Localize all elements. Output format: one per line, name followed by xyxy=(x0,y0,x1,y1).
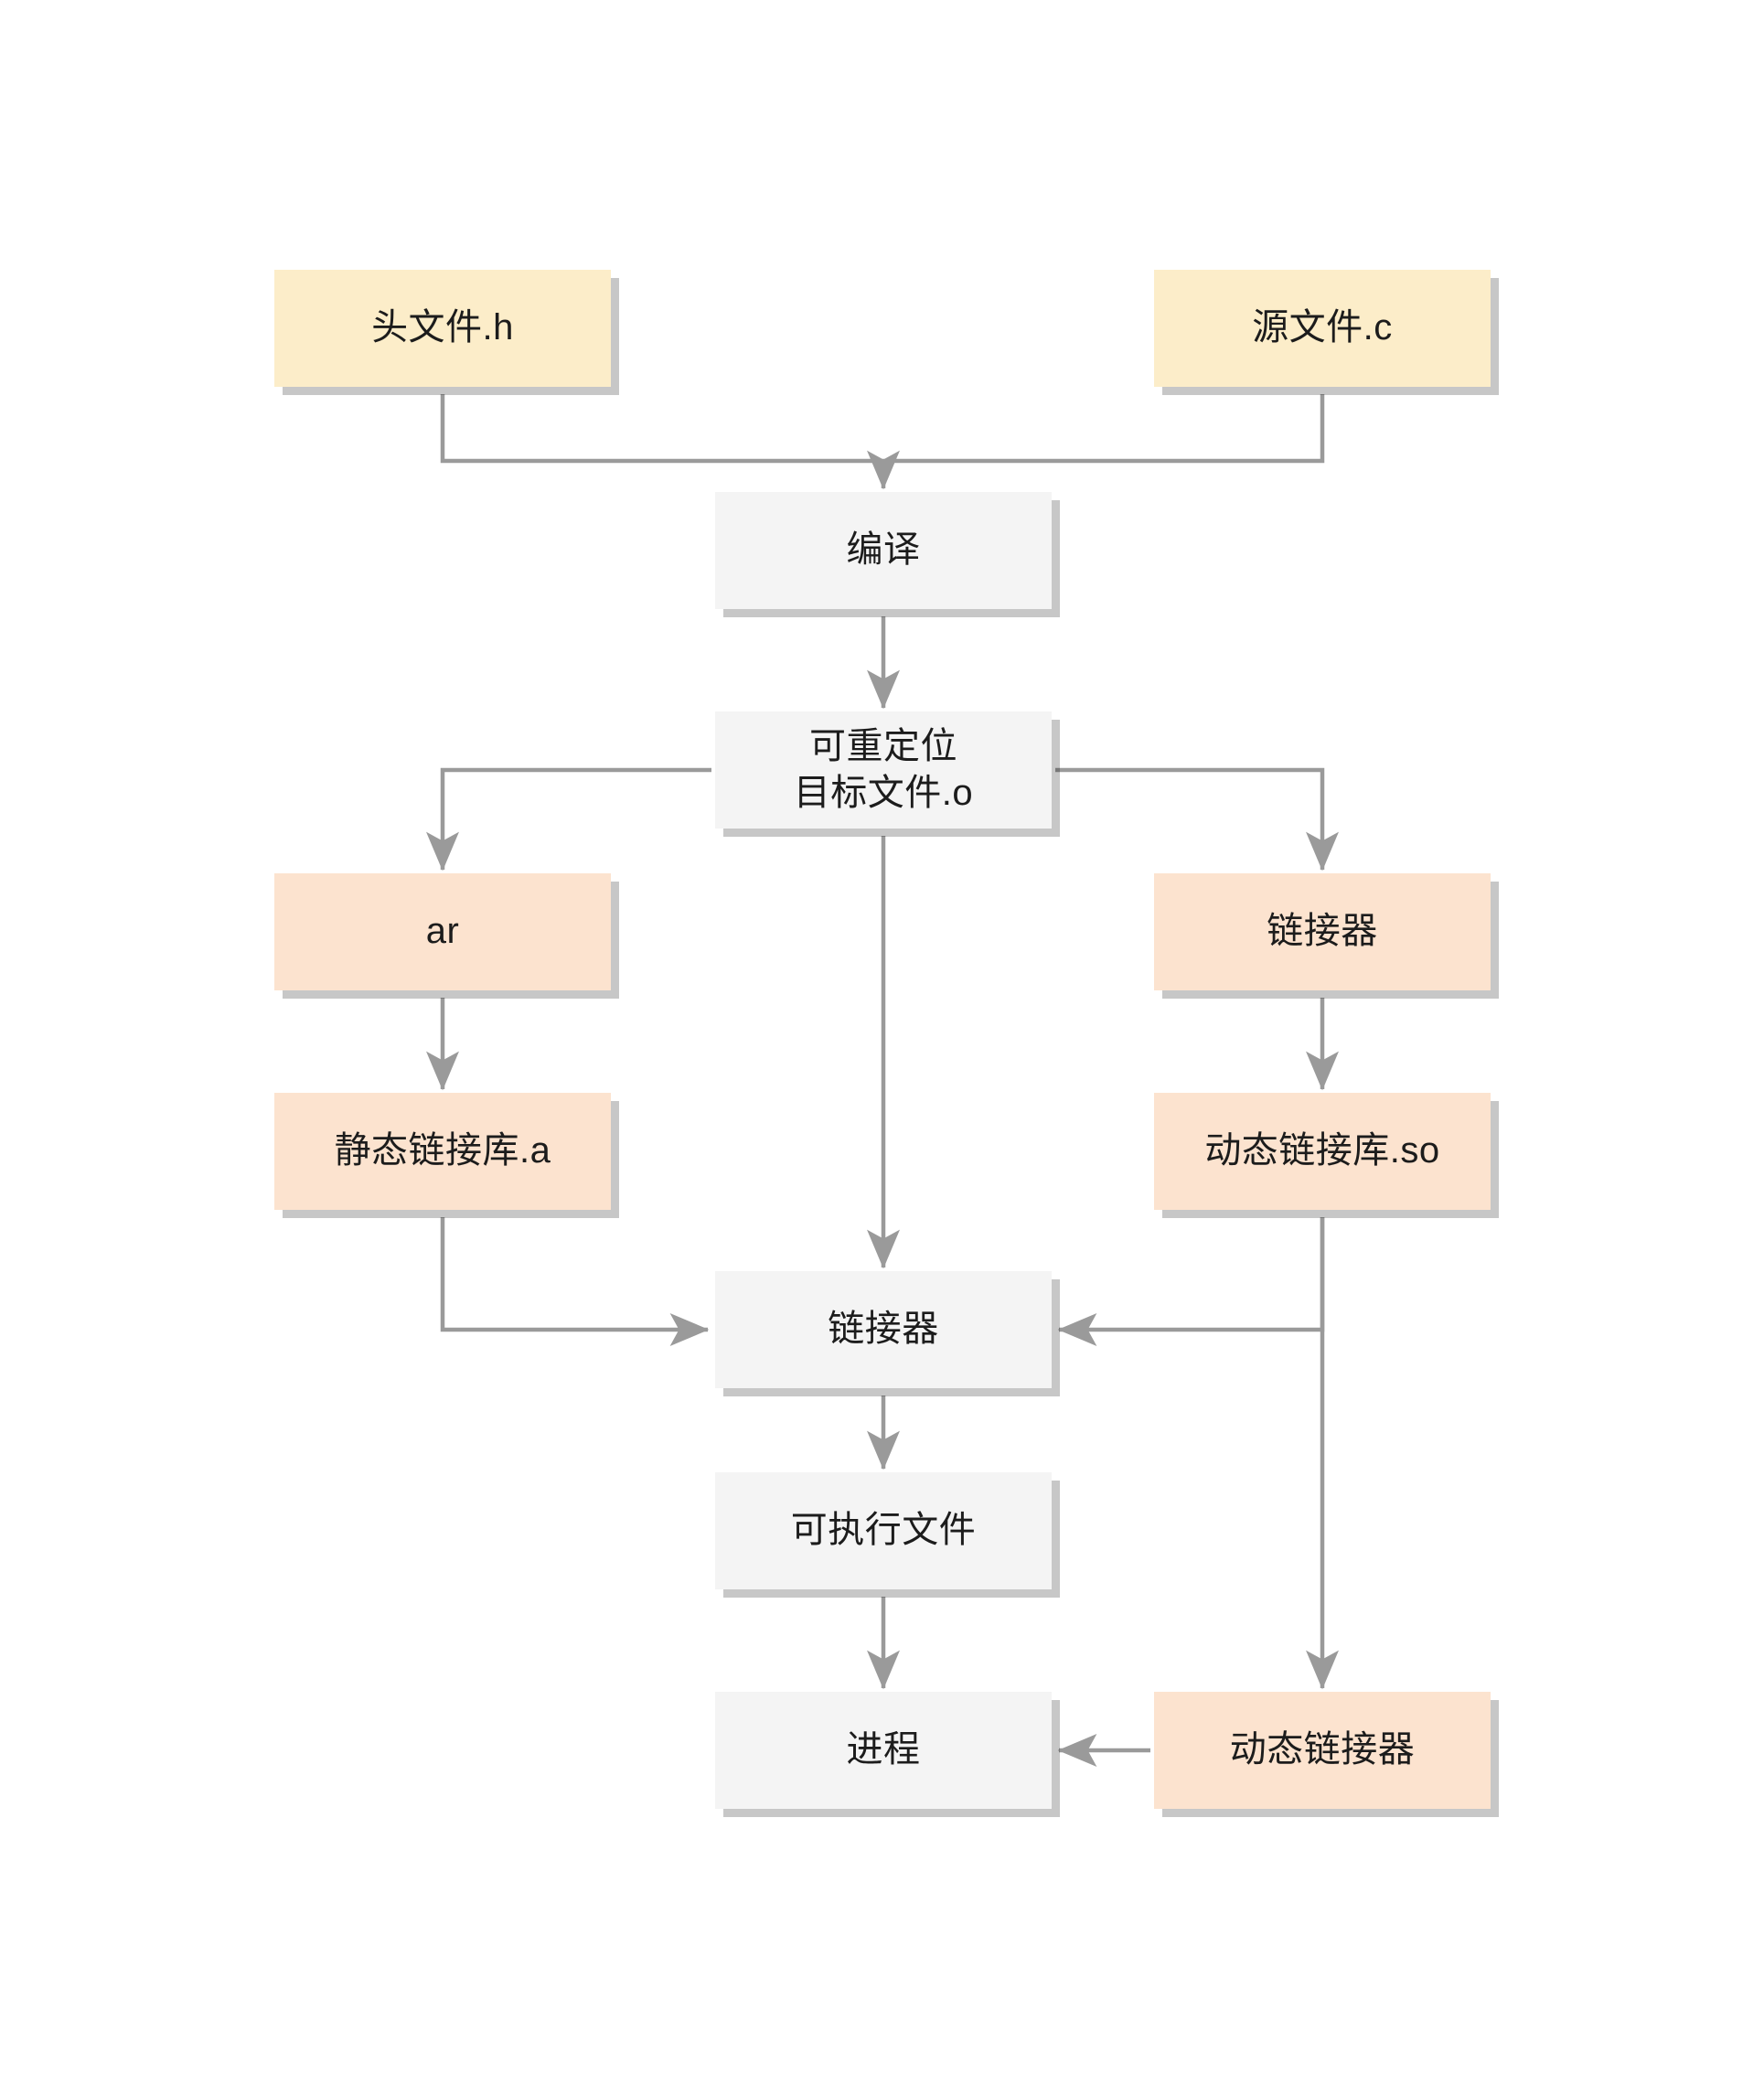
edge-objfile-to-ar xyxy=(426,767,711,872)
node-compile[interactable]: 编译 xyxy=(715,492,1052,609)
node-executable-file[interactable]: 可执行文件 xyxy=(715,1472,1052,1589)
node-source-file[interactable]: 源文件.c xyxy=(1154,270,1491,387)
node-relocatable-object-file[interactable]: 可重定位 目标文件.o xyxy=(715,711,1052,829)
edge-staticlib-to-linker2 xyxy=(440,1217,710,1346)
node-ar[interactable]: ar xyxy=(274,873,611,990)
node-header-file[interactable]: 头文件.h xyxy=(274,270,611,387)
edge-sharedlib-to-linker2 xyxy=(1057,1217,1325,1346)
edge-source-to-compile xyxy=(883,394,1325,464)
node-linker[interactable]: 链接器 xyxy=(715,1271,1052,1388)
edge-objfile-to-linker1 xyxy=(1055,767,1339,872)
node-static-library[interactable]: 静态链接库.a xyxy=(274,1093,611,1210)
node-dynamic-linker[interactable]: 动态链接器 xyxy=(1154,1692,1491,1809)
node-shared-library[interactable]: 动态链接库.so xyxy=(1154,1093,1491,1210)
node-linker-static-path[interactable]: 链接器 xyxy=(1154,873,1491,990)
node-process[interactable]: 进程 xyxy=(715,1692,1052,1809)
edge-header-to-compile xyxy=(440,394,883,464)
